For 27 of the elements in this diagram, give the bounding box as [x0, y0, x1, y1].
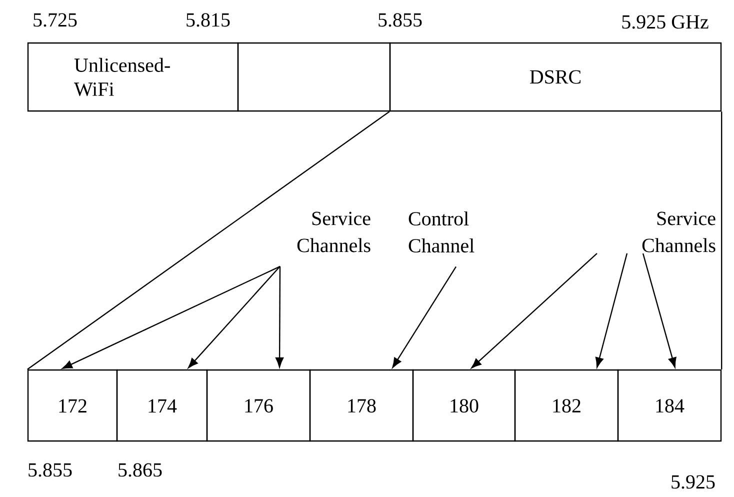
channel-cell: 180	[412, 369, 516, 442]
channel-cell: 176	[206, 369, 311, 442]
arrow	[471, 252, 598, 368]
frequency-label: 5.855	[28, 463, 72, 477]
channel-cell: 182	[514, 369, 619, 442]
arrow	[392, 266, 456, 368]
channel-cell: 172	[27, 369, 118, 442]
channel-cell: 178	[309, 369, 414, 442]
band-cell: Unlicensed- WiFi	[27, 42, 239, 112]
zoom-line	[721, 112, 722, 370]
arrow	[595, 253, 628, 368]
frequency-label: 5.855	[378, 13, 422, 27]
callout-text: Service Channels	[642, 212, 716, 252]
arrow	[276, 266, 284, 368]
frequency-label: 5.865	[118, 463, 162, 477]
band-cell	[237, 42, 391, 112]
frequency-label: 5.925	[672, 475, 715, 489]
arrow	[62, 266, 280, 369]
channel-cell: 174	[116, 369, 208, 442]
arrow	[642, 253, 676, 368]
callout-text: Service Channels	[297, 212, 370, 252]
channel-cell: 184	[617, 369, 722, 442]
callout-text: Control Channel	[408, 211, 474, 253]
zoom-line	[27, 111, 390, 370]
arrow	[188, 266, 280, 368]
band-cell: DSRC	[389, 42, 722, 112]
frequency-label: 5.815	[186, 13, 230, 27]
